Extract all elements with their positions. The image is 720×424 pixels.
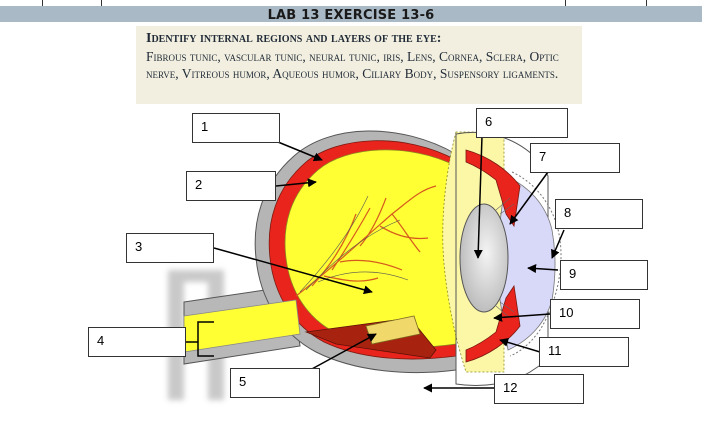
arrow-5 bbox=[309, 333, 377, 371]
arrow-3 bbox=[213, 247, 373, 295]
retinal-vessels bbox=[295, 185, 437, 297]
label-box-6[interactable]: 6 bbox=[476, 108, 568, 138]
label-box-4[interactable]: 4 bbox=[88, 327, 186, 357]
arrow-8 bbox=[551, 229, 565, 259]
arrow-11 bbox=[499, 338, 541, 353]
instructions-body: Fibrous tunic, vascular tunic, neural tu… bbox=[146, 48, 559, 82]
arrow-10 bbox=[493, 312, 551, 322]
leader-lines bbox=[213, 135, 565, 393]
label-number: 10 bbox=[559, 305, 574, 320]
page-title: LAB 13 EXERCISE 13-6 bbox=[267, 8, 435, 23]
label-number: 4 bbox=[97, 333, 105, 348]
label-number: 6 bbox=[485, 114, 493, 129]
label-number: 8 bbox=[564, 205, 572, 220]
arrow-7 bbox=[509, 171, 549, 225]
suspensory-ligaments bbox=[495, 197, 515, 319]
label-number: 7 bbox=[539, 149, 547, 164]
label-number: 2 bbox=[195, 177, 203, 192]
arrow-6 bbox=[473, 135, 483, 259]
label-number: 5 bbox=[239, 374, 247, 389]
label-box-9[interactable]: 9 bbox=[560, 260, 648, 290]
label-number: 3 bbox=[135, 239, 143, 254]
arrow-9 bbox=[527, 264, 559, 274]
cornea bbox=[509, 171, 562, 357]
label-box-10[interactable]: 10 bbox=[550, 299, 640, 329]
lens bbox=[459, 203, 509, 313]
label-box-8[interactable]: 8 bbox=[555, 199, 643, 229]
label-number: 11 bbox=[548, 343, 562, 358]
arrow-1 bbox=[277, 141, 323, 162]
label-box-12[interactable]: 12 bbox=[494, 374, 584, 404]
iris-lower bbox=[465, 284, 521, 363]
label-box-11[interactable]: 11 bbox=[539, 337, 629, 367]
page-title-bar: LAB 13 EXERCISE 13-6 bbox=[0, 6, 702, 23]
label-box-2[interactable]: 2 bbox=[186, 171, 276, 201]
label-box-3[interactable]: 3 bbox=[126, 233, 214, 263]
label-number: 12 bbox=[503, 380, 518, 395]
label-number: 1 bbox=[201, 119, 209, 134]
arrow-2 bbox=[275, 178, 317, 188]
label-number: 9 bbox=[569, 266, 577, 281]
instructions-heading: Identify internal regions and layers of … bbox=[146, 31, 442, 46]
label-box-5[interactable]: 5 bbox=[230, 368, 320, 398]
label-box-7[interactable]: 7 bbox=[530, 143, 620, 173]
optic-nerve-bracket bbox=[186, 321, 214, 357]
label-box-1[interactable]: 1 bbox=[192, 113, 280, 143]
instructions-panel: Identify internal regions and layers of … bbox=[136, 26, 582, 104]
